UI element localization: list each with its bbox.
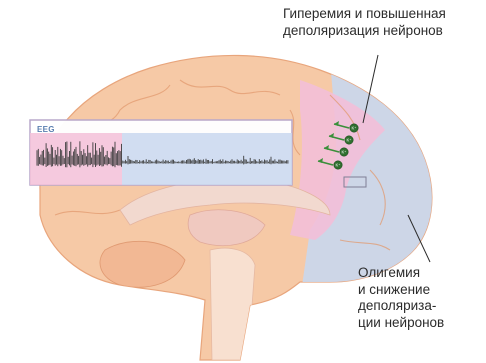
label-oligemia-line-3: деполяриза-	[358, 298, 444, 315]
ion-label: K⁺	[351, 126, 356, 131]
eeg-panel	[30, 120, 292, 185]
label-hyperemia: Гиперемия и повышенная деполяризация ней…	[283, 5, 446, 39]
label-hyperemia-line-2: деполяризация нейронов	[283, 22, 446, 39]
ion-label: K⁺	[346, 138, 351, 143]
label-oligemia-line-4: ции нейронов	[358, 315, 444, 332]
label-hyperemia-line-1: Гиперемия и повышенная	[283, 5, 446, 22]
brainstem	[210, 248, 255, 360]
ion-label: K⁺	[341, 150, 346, 155]
label-oligemia-line-1: Олигемия	[358, 265, 444, 282]
ion-label: K⁺	[335, 163, 340, 168]
label-oligemia-line-2: и снижение	[358, 282, 444, 299]
eeg-title: EEG	[37, 125, 55, 134]
label-oligemia: Олигемия и снижение деполяриза- ции нейр…	[358, 265, 444, 331]
